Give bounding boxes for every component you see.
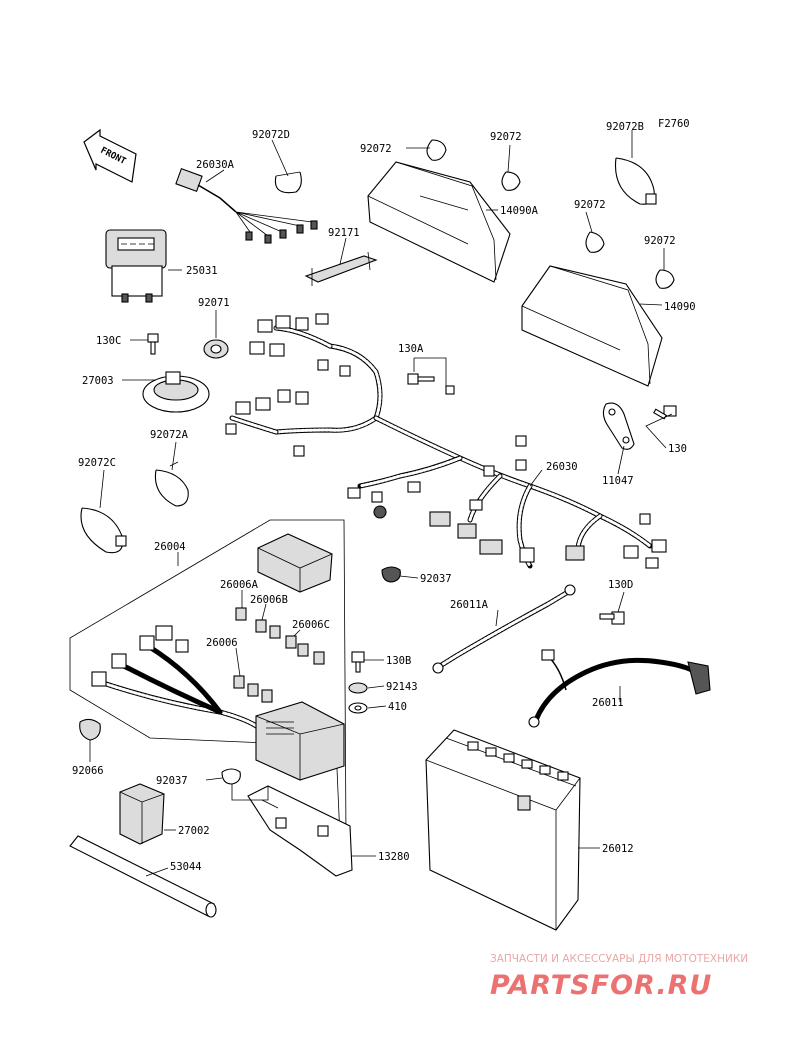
label-26011a: 26011A bbox=[450, 599, 489, 611]
clip-92072-right1[interactable] bbox=[585, 231, 605, 253]
battery-cable-26011[interactable] bbox=[528, 649, 711, 728]
label-25031: 25031 bbox=[186, 265, 218, 277]
label-26030a: 26030A bbox=[196, 159, 235, 171]
main-harness-26030[interactable] bbox=[225, 313, 667, 569]
label-13280: 13280 bbox=[378, 851, 410, 863]
bolt-130c[interactable] bbox=[147, 333, 159, 355]
fuse-26006a[interactable] bbox=[235, 607, 247, 621]
label-92066: 92066 bbox=[72, 765, 104, 777]
label-26006b: 26006B bbox=[250, 594, 288, 606]
label-14090a: 14090A bbox=[500, 205, 539, 217]
collar-92143[interactable] bbox=[348, 682, 368, 694]
leader-lines bbox=[89, 130, 673, 877]
label-92072-mid: 92072 bbox=[490, 131, 522, 143]
bracket-11047[interactable] bbox=[602, 402, 635, 450]
cover-14090[interactable] bbox=[521, 265, 663, 387]
label-92143: 92143 bbox=[386, 681, 418, 693]
clamp-92037-bottom[interactable] bbox=[221, 768, 241, 785]
fuse-26006c[interactable] bbox=[285, 635, 325, 665]
label-92072-top: 92072 bbox=[360, 143, 392, 155]
label-27003: 27003 bbox=[82, 375, 114, 387]
horn-27003[interactable] bbox=[142, 371, 210, 413]
grommet-92071[interactable] bbox=[203, 339, 229, 359]
label-26006a: 26006A bbox=[220, 579, 259, 591]
clip-92066[interactable] bbox=[79, 718, 101, 741]
label-26004: 26004 bbox=[154, 541, 186, 553]
clip-92072-mid[interactable] bbox=[501, 171, 521, 191]
bolt-130b[interactable] bbox=[351, 651, 365, 673]
label-11047: 11047 bbox=[602, 475, 634, 487]
label-26030: 26030 bbox=[546, 461, 578, 473]
label-92037-right: 92037 bbox=[420, 573, 452, 585]
fuse-26006b[interactable] bbox=[255, 619, 281, 639]
label-130a: 130A bbox=[398, 343, 424, 355]
label-92072-right1: 92072 bbox=[574, 199, 606, 211]
label-92072c: 92072C bbox=[78, 457, 116, 469]
fuse-26006[interactable] bbox=[233, 675, 273, 703]
relay-27002[interactable] bbox=[119, 783, 165, 845]
tube-53044[interactable] bbox=[69, 835, 217, 918]
label-26006c: 26006C bbox=[292, 619, 330, 631]
clip-92072-top[interactable] bbox=[426, 139, 447, 161]
label-26011: 26011 bbox=[592, 697, 624, 709]
sub-harness-26030a[interactable] bbox=[175, 168, 318, 244]
bracket-13280[interactable] bbox=[247, 785, 353, 877]
front-arrow-icon: FRONT bbox=[83, 128, 137, 183]
clamp-92037-right[interactable] bbox=[381, 566, 401, 583]
bolt-130a[interactable] bbox=[407, 373, 435, 385]
washer-410[interactable] bbox=[348, 702, 368, 714]
part-labels: 92072D 26030A 92072 92072 92072B 14090A … bbox=[72, 121, 696, 873]
clip-92072-right2[interactable] bbox=[655, 269, 675, 289]
label-53044: 53044 bbox=[170, 861, 202, 873]
label-92071: 92071 bbox=[198, 297, 230, 309]
label-92072d: 92072D bbox=[252, 129, 290, 141]
bolt-130d[interactable] bbox=[599, 611, 625, 625]
hour-meter-25031[interactable] bbox=[105, 229, 167, 303]
band-92072d[interactable] bbox=[274, 171, 302, 194]
label-92072-right2: 92072 bbox=[644, 235, 676, 247]
label-130d: 130D bbox=[608, 579, 633, 591]
label-92072a: 92072A bbox=[150, 429, 189, 441]
label-14090: 14090 bbox=[664, 301, 696, 313]
band-92072c[interactable] bbox=[80, 507, 127, 554]
label-26006: 26006 bbox=[206, 637, 238, 649]
watermark: ЗАПЧАСТИ И АКСЕССУАРЫ ДЛЯ МОТОТЕХНИКИ PA… bbox=[490, 953, 748, 1001]
battery-26012[interactable] bbox=[425, 729, 581, 931]
label-130b: 130B bbox=[386, 655, 411, 667]
bolt-130[interactable] bbox=[653, 405, 677, 420]
watermark-tagline: ЗАПЧАСТИ И АКСЕССУАРЫ ДЛЯ МОТОТЕХНИКИ bbox=[490, 953, 748, 965]
bracket-92171[interactable] bbox=[304, 251, 378, 286]
label-130: 130 bbox=[668, 443, 687, 455]
label-26012: 26012 bbox=[602, 843, 634, 855]
label-130c: 130C bbox=[96, 335, 121, 347]
battery-cable-26011a[interactable] bbox=[432, 584, 576, 674]
label-92171: 92171 bbox=[328, 227, 360, 239]
label-410: 410 bbox=[388, 701, 407, 713]
junction-box-group-26004[interactable] bbox=[69, 519, 347, 839]
band-92072b[interactable] bbox=[614, 157, 657, 205]
label-92037-bottom: 92037 bbox=[156, 775, 188, 787]
diagram-code: F2760 bbox=[658, 118, 690, 130]
band-92072a[interactable] bbox=[154, 461, 189, 507]
label-27002: 27002 bbox=[178, 825, 210, 837]
watermark-logo: PARTSFOR.RU bbox=[490, 970, 712, 1001]
label-92072b: 92072B bbox=[606, 121, 644, 133]
cover-14090a[interactable] bbox=[367, 161, 511, 283]
